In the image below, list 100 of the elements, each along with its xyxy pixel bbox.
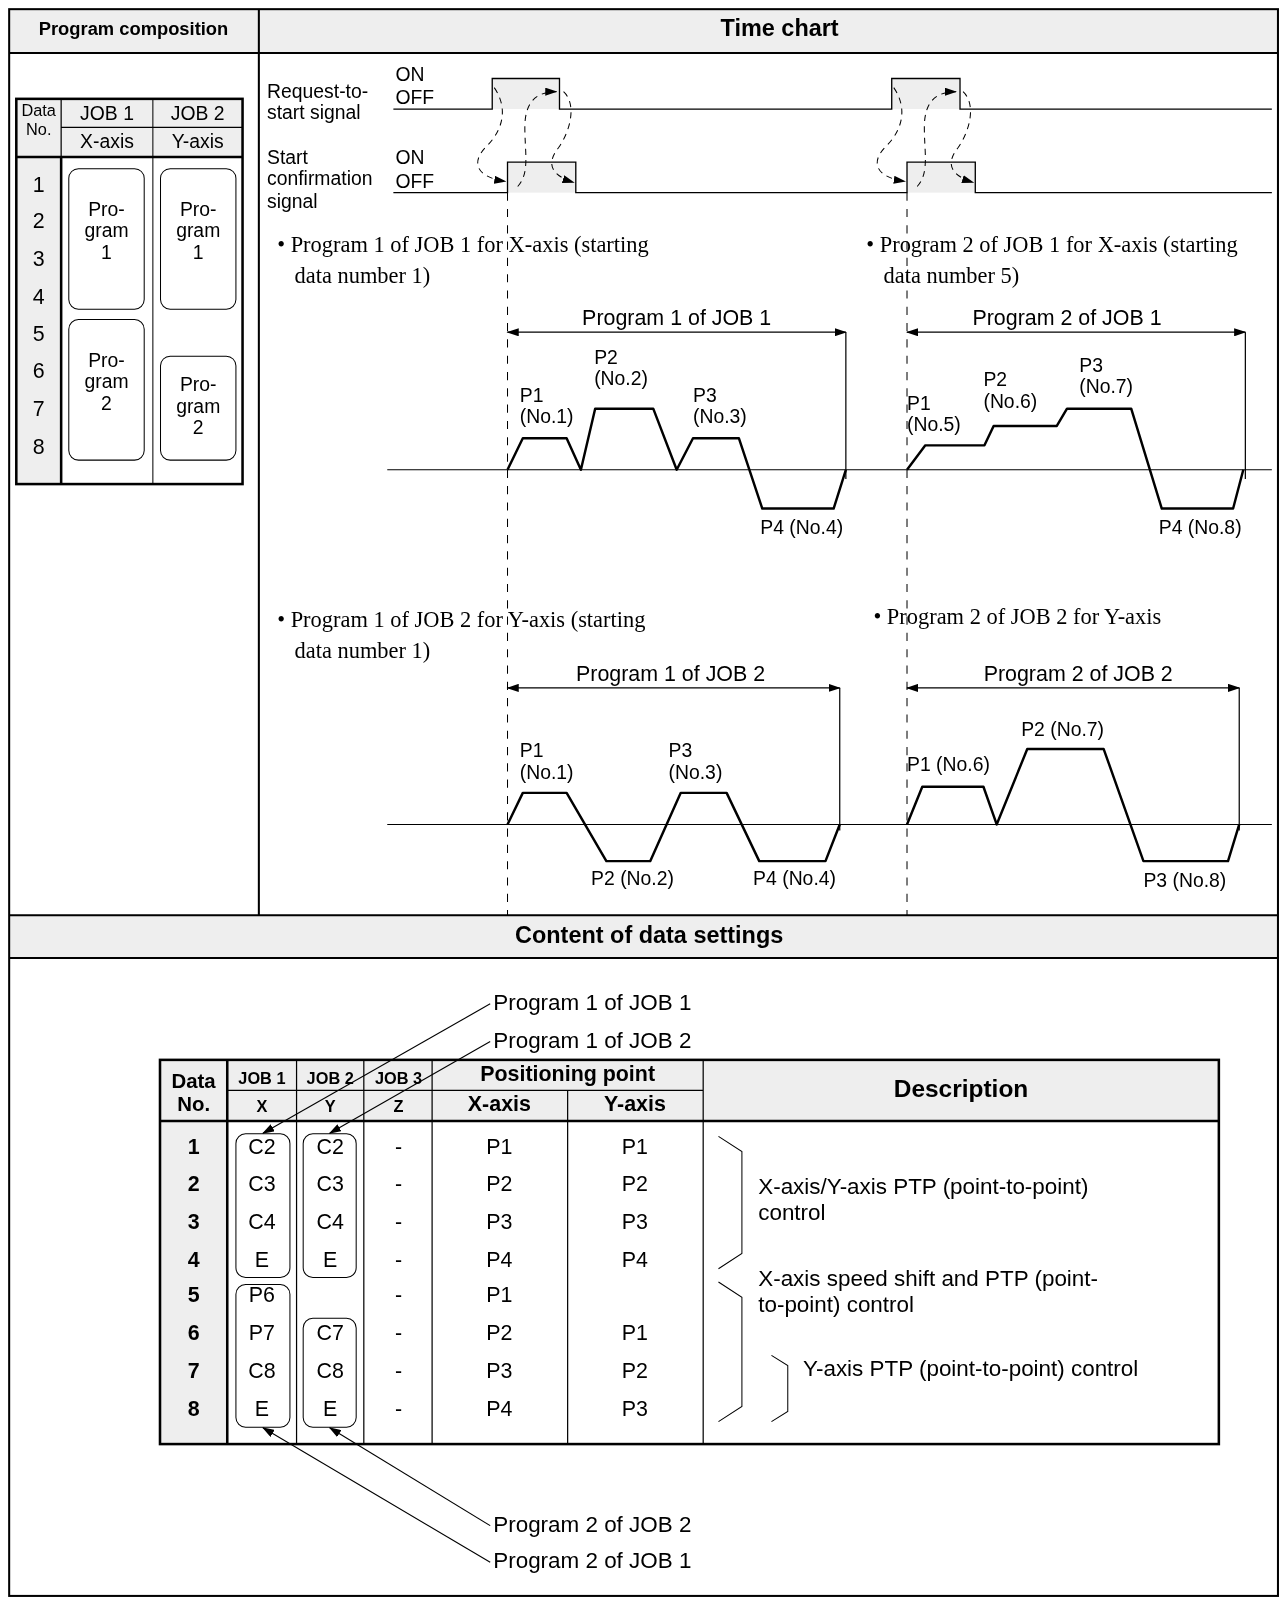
section-header: Content of data settings — [514, 922, 785, 949]
table-cell-text: - — [393, 1320, 404, 1345]
table-cell-text: P3 — [485, 1209, 514, 1234]
point-label: P3 (No.8) — [1143, 869, 1227, 891]
signal-state: ON — [395, 63, 425, 85]
table-cell-text: C4 — [315, 1209, 345, 1234]
leader-label: Program 1 of JOB 2 — [493, 1027, 692, 1055]
table-cell-text: P4 — [485, 1396, 514, 1421]
table-cell-text: C3 — [315, 1171, 345, 1196]
row-number: 3 — [186, 1209, 201, 1234]
point-label: P4 (No.8) — [1158, 516, 1242, 539]
table-cell-text: P6 — [247, 1283, 276, 1307]
table-cell-text: - — [393, 1134, 404, 1159]
column-header: JOB 2 — [169, 102, 226, 125]
row-number: 1 — [31, 172, 46, 197]
table-cell-text: - — [393, 1283, 404, 1307]
row-number: 1 — [186, 1134, 201, 1159]
row-number: 5 — [186, 1283, 201, 1307]
signal-name: Start confirmation signal — [267, 146, 374, 212]
table-cell-text: P3 — [620, 1209, 649, 1234]
description-text: X-axis speed shift and PTP (point-to-point) control — [758, 1266, 1100, 1317]
table-cell-text: P3 — [620, 1396, 649, 1421]
signal-name: Request-to-start signal — [267, 80, 370, 124]
leader-label: Program 2 of JOB 1 — [493, 1548, 692, 1575]
column-header: Y — [323, 1097, 337, 1116]
leader-label: Program 1 of JOB 1 — [493, 989, 692, 1017]
table-cell-text: E — [322, 1396, 339, 1421]
table-cell-text: E — [253, 1247, 271, 1272]
column-header: X-axis — [79, 130, 135, 153]
leader-line — [328, 1040, 491, 1134]
point-label: P2 (No.6) — [983, 368, 1039, 413]
table-cell-text: E — [253, 1396, 271, 1421]
table-cell-text: P2 — [620, 1358, 649, 1383]
point-label: P1 (No.1) — [519, 384, 575, 428]
row-number: 7 — [31, 396, 46, 421]
table-cell-text: E — [322, 1247, 339, 1272]
row-number: 5 — [31, 322, 46, 346]
table-cell-text: - — [393, 1247, 404, 1272]
point-label: P2 (No.2) — [591, 867, 674, 889]
point-label: P1 (No.6) — [907, 754, 990, 776]
table-cell-text: P4 — [620, 1247, 649, 1272]
table-cell-text: P1 — [485, 1134, 514, 1159]
row-number: 6 — [186, 1320, 201, 1345]
table-cell-text: C7 — [315, 1320, 345, 1345]
signal-state: OFF — [395, 86, 435, 109]
column-header: X — [255, 1097, 269, 1116]
column-header: Data No. — [20, 101, 57, 139]
column-header: JOB 1 — [237, 1070, 287, 1089]
row-number: 2 — [31, 208, 46, 233]
signal-state: OFF — [395, 170, 435, 192]
table-cell-text: C8 — [247, 1358, 277, 1383]
program-note: • Program 1 of JOB 1 for X-axis (starting data number 1) — [277, 230, 650, 291]
leader-line — [262, 1003, 491, 1134]
row-number: 8 — [186, 1396, 201, 1421]
column-header: X-axis — [466, 1091, 532, 1116]
row-number: 4 — [31, 284, 46, 309]
point-label: P2 (No.7) — [1021, 718, 1104, 741]
column-header: Description — [892, 1075, 1030, 1103]
leader-label: Program 2 of JOB 2 — [493, 1511, 692, 1539]
column-header: JOB 1 — [79, 102, 135, 125]
row-number: 6 — [31, 358, 46, 383]
row-number: 7 — [186, 1358, 201, 1383]
leader-line — [262, 1427, 491, 1563]
table-cell-text: C2 — [315, 1134, 345, 1159]
table-cell-text: P7 — [247, 1320, 276, 1345]
column-header: Y-axis — [602, 1091, 667, 1116]
column-header: JOB 2 — [305, 1070, 355, 1089]
point-label: P1 (No.5) — [907, 392, 962, 436]
table-cell-text: - — [393, 1171, 404, 1196]
leader-line — [328, 1427, 491, 1527]
point-label: P4 (No.4) — [753, 867, 836, 889]
point-label: P3 (No.3) — [668, 739, 724, 784]
column-header: Z — [392, 1097, 405, 1116]
program-note: • Program 2 of JOB 2 for Y-axis — [873, 604, 1162, 630]
table-cell-text: - — [393, 1209, 404, 1234]
row-number: 8 — [31, 434, 46, 459]
column-header: Positioning point — [479, 1061, 656, 1086]
table-cell-text: P1 — [620, 1134, 649, 1159]
signal-state: ON — [395, 146, 425, 169]
description-text: X-axis/Y-axis PTP (point-to-point) control — [758, 1175, 1090, 1226]
table-cell-text: P3 — [485, 1358, 514, 1383]
row-number: 3 — [31, 246, 46, 271]
dimension-label: Program 1 of JOB 1 — [581, 305, 773, 330]
table-cell-text: P4 — [485, 1247, 514, 1272]
column-header: Y-axis — [170, 130, 225, 153]
row-number: 2 — [186, 1171, 201, 1196]
table-cell-text: P2 — [620, 1171, 649, 1196]
description-text: Y-axis PTP (point-to-point) control — [803, 1356, 1140, 1382]
table-cell-text: C8 — [315, 1358, 345, 1383]
table-cell-text: P1 — [620, 1320, 649, 1345]
table-cell-text: C3 — [247, 1171, 277, 1196]
point-label: P3 (No.3) — [693, 384, 748, 428]
dimension-label: Program 2 of JOB 2 — [982, 661, 1174, 686]
table-cell-text: P1 — [485, 1283, 514, 1307]
table-cell-text: - — [393, 1396, 404, 1421]
point-label: P2 (No.2) — [594, 346, 649, 390]
program-note: • Program 2 of JOB 1 for X-axis (starting data number 5) — [866, 230, 1239, 291]
table-cell-text: P2 — [485, 1171, 514, 1196]
section-header: Program composition — [37, 18, 230, 39]
row-number: 4 — [186, 1247, 201, 1272]
